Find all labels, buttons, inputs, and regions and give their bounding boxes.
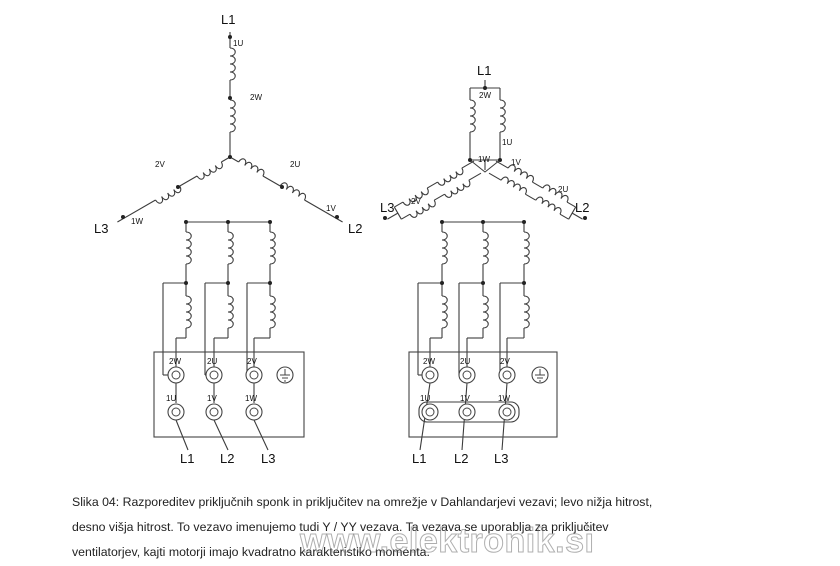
caption-line-3: ventilatorjev, kajti motorji imajo kvadr… <box>72 545 430 559</box>
left-term-2W: 2W <box>169 357 181 366</box>
right-terminal-box <box>408 351 558 438</box>
right-label-1U: 1U <box>502 138 512 147</box>
right-double-star-connection <box>387 80 583 220</box>
right-term-1U: 1U <box>420 394 430 403</box>
left-label-2V: 2V <box>155 160 165 169</box>
left-term-2U: 2U <box>207 357 217 366</box>
caption-line-2: desno višja hitrost. To vezavo imenujemo… <box>72 520 609 534</box>
left-term-1U: 1U <box>166 394 176 403</box>
right-terminals <box>421 366 549 421</box>
right-label-L3: L3 <box>380 200 394 215</box>
left-label-L2: L2 <box>348 221 362 236</box>
left-star-nodes <box>121 35 339 219</box>
left-terminal-box <box>153 351 305 438</box>
left-term-2V: 2V <box>247 357 257 366</box>
left-label-1V: 1V <box>326 204 336 213</box>
left-term-1V: 1V <box>207 394 217 403</box>
right-supply-L2: L2 <box>454 451 468 466</box>
left-label-2U: 2U <box>290 160 300 169</box>
right-supply-L1: L1 <box>412 451 426 466</box>
right-term-1V: 1V <box>460 394 470 403</box>
right-terminal-nodes <box>440 220 526 285</box>
right-label-L1: L1 <box>477 63 491 78</box>
left-label-1U: 1U <box>233 39 243 48</box>
figure-caption: Slika 04: Razporeditev priključnih sponk… <box>72 490 712 565</box>
left-supply-L2: L2 <box>220 451 234 466</box>
left-supply-L1: L1 <box>180 451 194 466</box>
right-term-2W: 2W <box>423 357 435 366</box>
right-label-2W: 2W <box>479 91 491 100</box>
right-star-nodes <box>383 86 587 220</box>
left-label-L3: L3 <box>94 221 108 236</box>
right-label-1W: 1W <box>478 155 490 164</box>
right-label-2V: 2V <box>411 197 421 206</box>
caption-line-1: Slika 04: Razporeditev priključnih sponk… <box>72 495 653 509</box>
right-label-L2: L2 <box>575 200 589 215</box>
left-supply-L3: L3 <box>261 451 275 466</box>
left-label-L1: L1 <box>221 12 235 27</box>
right-term-2V: 2V <box>500 357 510 366</box>
site-watermark: www.elektronik.si <box>299 522 595 561</box>
right-term-1W: 1W <box>498 394 510 403</box>
right-term-2U: 2U <box>460 357 470 366</box>
right-label-1V: 1V <box>511 158 521 167</box>
left-star-connection <box>117 32 343 223</box>
right-supply-L3: L3 <box>494 451 508 466</box>
left-term-1W: 1W <box>245 394 257 403</box>
left-terminals <box>167 366 294 421</box>
left-label-2W: 2W <box>250 93 262 102</box>
left-label-1W: 1W <box>131 217 143 226</box>
left-terminal-nodes <box>184 220 272 285</box>
right-label-2U: 2U <box>558 185 568 194</box>
